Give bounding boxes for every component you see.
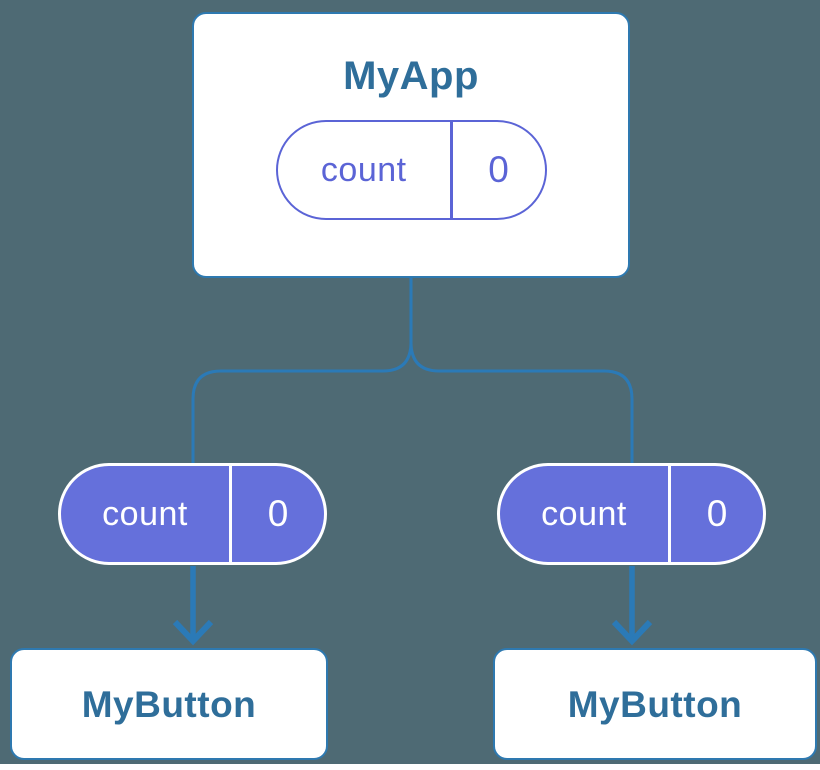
connector-group: [172, 278, 653, 646]
myapp-card: MyApp count 0: [192, 12, 630, 278]
arrow-head-left-icon: [172, 619, 214, 646]
prop-pill-right-name: count: [541, 494, 627, 533]
prop-pill-right-value: 0: [706, 493, 728, 534]
mybutton-left-title: MyButton: [81, 683, 257, 725]
mybutton-card-right: MyButton: [493, 648, 817, 760]
prop-pill-left-value: 0: [267, 493, 289, 534]
state-pill-value: 0: [488, 149, 509, 190]
connector-branch-right: [409, 278, 634, 465]
prop-pill-right-divider: [668, 466, 671, 562]
prop-pill-left-name: count: [102, 494, 188, 533]
state-pill-divider: [450, 122, 453, 218]
state-pill: count 0: [275, 120, 547, 220]
arrow-head-right-icon: [611, 619, 653, 646]
mybutton-card-left: MyButton: [10, 648, 328, 760]
mybutton-right-title: MyButton: [567, 683, 743, 725]
myapp-title: MyApp: [343, 54, 479, 98]
prop-pill-left: count 0: [58, 463, 327, 565]
prop-pill-right: count 0: [497, 463, 766, 565]
connector-branch-left: [191, 278, 413, 465]
prop-pill-left-divider: [229, 466, 232, 562]
state-pill-name: count: [320, 150, 407, 189]
